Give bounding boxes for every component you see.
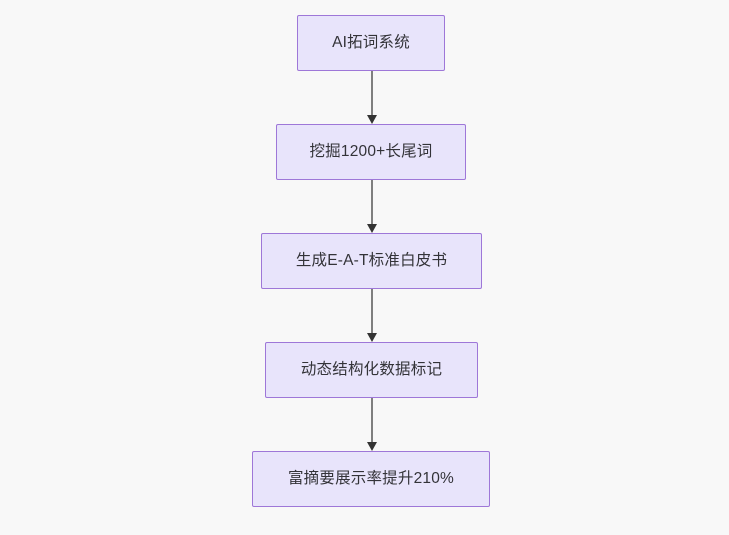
arrowhead-icon (366, 224, 377, 233)
flow-node-ai-keyword-system[interactable]: AI拓词系统 (297, 15, 445, 71)
flow-node-label: AI拓词系统 (332, 34, 410, 52)
flow-node-label: 动态结构化数据标记 (300, 361, 443, 379)
flow-node-mine-longtail-keywords[interactable]: 挖掘1200+长尾词 (276, 124, 466, 180)
flow-node-rich-snippet-impression-lift[interactable]: 富摘要展示率提升210% (252, 451, 490, 507)
flow-node-label: 生成E-A-T标准白皮书 (295, 252, 448, 270)
edge-line (371, 398, 373, 443)
arrowhead-icon (366, 115, 377, 124)
flow-node-dynamic-structured-data-markup[interactable]: 动态结构化数据标记 (265, 342, 478, 398)
arrowhead-icon (366, 442, 377, 451)
flow-node-label: 富摘要展示率提升210% (287, 470, 455, 488)
edge-line (371, 289, 373, 334)
flow-node-generate-eat-whitepaper[interactable]: 生成E-A-T标准白皮书 (261, 233, 482, 289)
arrowhead-icon (366, 333, 377, 342)
edge-line (371, 71, 373, 116)
flow-node-label: 挖掘1200+长尾词 (309, 143, 433, 161)
edge-line (371, 180, 373, 225)
